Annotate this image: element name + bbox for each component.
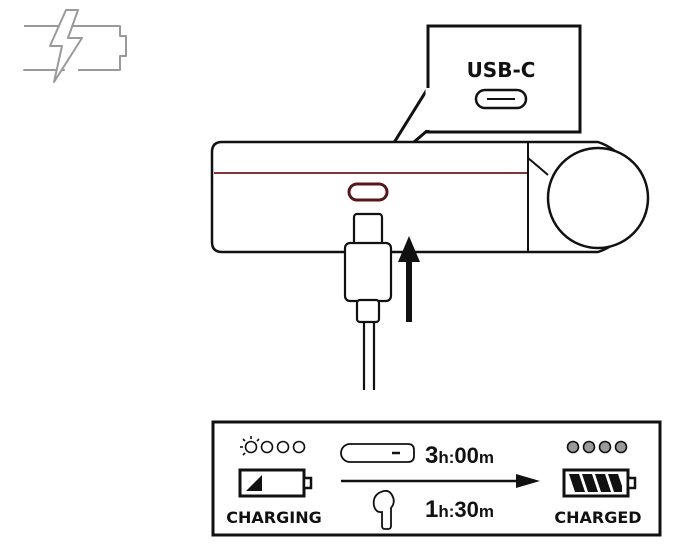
battery-charging-icon <box>23 9 127 83</box>
progress-arrow <box>341 474 540 488</box>
earbud-icon <box>372 489 395 530</box>
usb-c-cable <box>343 212 393 390</box>
charging-case <box>210 140 650 254</box>
cable-strain-relief <box>355 298 381 324</box>
usb-c-label: USB-C <box>467 58 536 82</box>
callout-box <box>426 24 582 134</box>
battery-full-icon <box>562 468 637 498</box>
charging-label: CHARGING <box>226 508 321 527</box>
led-blinking-icon <box>240 436 306 456</box>
charged-label: CHARGED <box>554 508 641 527</box>
usb-c-port-icon <box>474 88 528 110</box>
battery-low-icon <box>238 468 313 498</box>
case-mini-icon <box>340 443 415 463</box>
cable-plug-body <box>343 241 393 303</box>
charging-status-panel: CHARGING 3h:00m 1h:30m <box>211 420 662 537</box>
usb-c-callout: USB-C <box>370 24 582 180</box>
insert-arrow <box>398 236 420 322</box>
led-all-on-icon <box>566 440 628 454</box>
case-usb-port <box>347 182 389 202</box>
cable-plug-tip <box>352 212 384 248</box>
earbud-charge-time: 1h:30m <box>425 496 494 523</box>
case-cradle <box>546 146 650 250</box>
case-charge-time: 3h:00m <box>425 442 494 469</box>
